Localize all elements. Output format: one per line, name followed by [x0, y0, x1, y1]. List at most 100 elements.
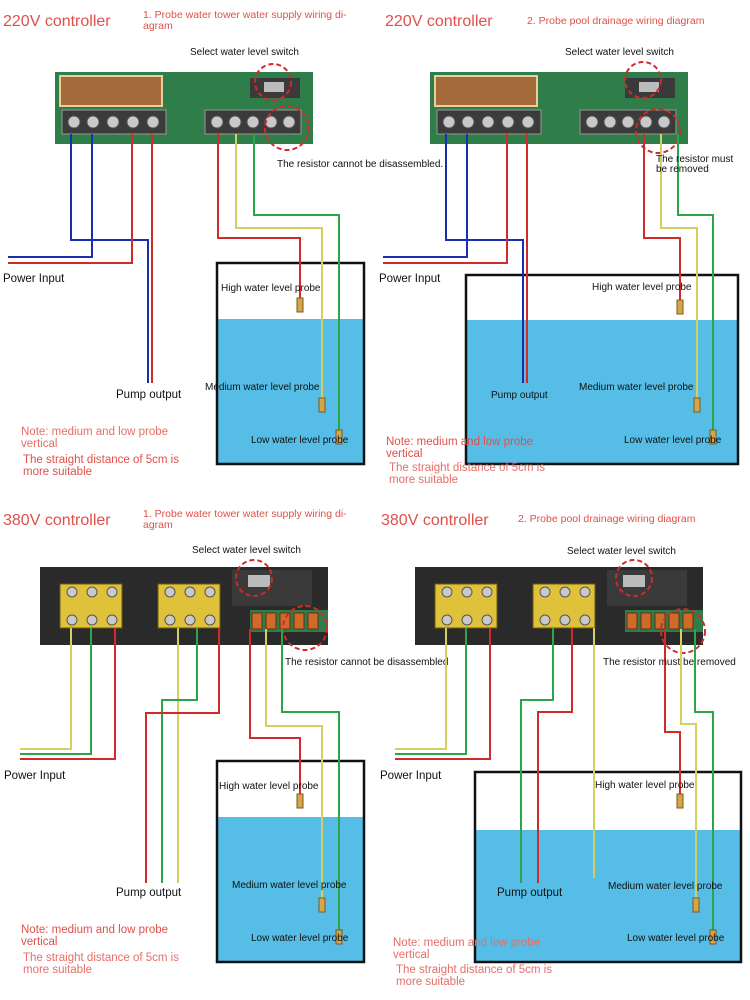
probe-high — [676, 299, 684, 315]
note-vertical: Note: medium and low probe vertical — [21, 924, 169, 948]
water-tank — [215, 759, 366, 964]
wire-blue-power — [383, 134, 468, 258]
probe-high-label: High water level probe — [592, 282, 692, 293]
wire-red-power — [8, 134, 133, 264]
note-vertical: Note: medium and low probe vertical — [21, 426, 169, 450]
resistor-highlight-circle — [635, 108, 681, 154]
panel-220v-drainage: 220V controller 2. Probe pool drainage w… — [375, 0, 750, 500]
controller-board-220v — [430, 72, 688, 144]
wire-red-pump — [537, 628, 573, 883]
controller-board-380v — [40, 567, 328, 645]
note-distance: The straight distance of 5cm is more sui… — [23, 454, 179, 478]
power-input-label: Power Input — [4, 770, 66, 782]
wire-red-pump — [145, 628, 220, 883]
wiring-diagram-380v-supply — [20, 559, 366, 964]
resistor-note: The resistor cannot be disassembled — [285, 657, 449, 668]
probe-high-label: High water level probe — [595, 780, 695, 791]
power-input-label: Power Input — [379, 273, 441, 285]
switch-label: Select water level switch — [192, 545, 301, 556]
probe-low — [335, 429, 343, 445]
controller-title: 220V controller — [385, 13, 493, 30]
wire-green-low-probe — [281, 629, 340, 930]
wire-red-power — [20, 628, 116, 760]
power-input-label: Power Input — [380, 770, 442, 782]
panel-220v-supply: 220V controller 1. Probe water tower wat… — [0, 0, 443, 500]
wire-green-pump — [161, 628, 198, 883]
water-tank — [464, 273, 740, 466]
power-input-label: Power Input — [3, 273, 65, 285]
controller-board-380v — [415, 567, 703, 645]
resistor-note: The resistor must be removed — [603, 657, 736, 668]
probe-high-label: High water level probe — [219, 781, 319, 792]
note-vertical: Note: medium and low probe vertical — [393, 937, 541, 961]
water-fill — [466, 320, 738, 464]
wire-yellow-medium-probe — [235, 134, 323, 400]
probe-medium — [692, 897, 700, 913]
wire-green-power — [395, 628, 467, 755]
wire-green-pump — [520, 628, 554, 883]
note-distance: The straight distance of 5cm is more sui… — [389, 462, 545, 486]
probe-high — [296, 297, 304, 313]
wiring-diagram-380v-drainage — [395, 559, 743, 964]
wire-green-low-probe — [677, 134, 714, 430]
probe-high — [296, 793, 304, 809]
switch-label: Select water level switch — [567, 546, 676, 557]
probe-low-label: Low water level probe — [251, 435, 349, 446]
probe-medium — [318, 897, 326, 913]
water-tank — [473, 770, 743, 964]
probe-low-label: Low water level probe — [251, 933, 349, 944]
wire-red-high-probe — [217, 134, 301, 305]
diagram-title: 1. Probe water tower water supply wiring… — [143, 508, 347, 531]
wire-blue-pump-1 — [445, 134, 524, 383]
probe-medium-label: Medium water level probe — [579, 382, 694, 393]
controller-title: 380V controller — [3, 512, 111, 529]
pump-output-label: Pump output — [491, 390, 548, 401]
wire-green-low-probe — [253, 134, 340, 430]
wire-blue-power — [8, 134, 93, 258]
wiring-diagram-220v-supply — [8, 63, 366, 466]
wire-red-high-probe — [249, 629, 301, 801]
probe-high — [676, 793, 684, 809]
diagram-title: 2. Probe pool drainage wiring diagram — [527, 15, 705, 27]
wire-yellow-medium-probe — [265, 629, 323, 900]
pump-output-label: Pump output — [116, 887, 182, 899]
switch-label: Select water level switch — [190, 47, 299, 58]
probe-medium — [318, 397, 326, 413]
probe-medium-label: Medium water level probe — [205, 382, 320, 393]
switch-highlight-circle — [624, 61, 662, 99]
controller-title: 220V controller — [3, 13, 111, 30]
diagram-title: 1. Probe water tower water supply wiring… — [143, 9, 347, 32]
water-tank — [215, 261, 366, 466]
probe-low — [709, 429, 717, 445]
resistor-highlight-circle — [264, 105, 310, 151]
wire-blue-pump-1 — [70, 134, 149, 383]
controller-board-220v — [55, 72, 313, 144]
wire-green-power — [20, 628, 92, 755]
switch-highlight-circle — [235, 559, 273, 597]
wire-red-power — [395, 628, 491, 760]
wire-yellow-power — [20, 628, 72, 750]
probe-low — [335, 929, 343, 945]
switch-highlight-circle — [615, 559, 653, 597]
probe-low-label: Low water level probe — [624, 435, 722, 446]
wire-red-high-probe — [643, 134, 681, 306]
probe-high-label: High water level probe — [221, 283, 321, 294]
wire-yellow-medium-probe — [660, 134, 698, 400]
panel-380v-supply: 380V controller 1. Probe water tower wat… — [0, 500, 448, 1000]
pump-output-label: Pump output — [116, 389, 182, 401]
resistor-highlight-circle — [282, 605, 328, 651]
controller-title: 380V controller — [381, 512, 489, 529]
resistor-note: The resistor must be removed — [656, 154, 734, 175]
note-distance: The straight distance of 5cm is more sui… — [23, 952, 179, 976]
wire-red-power — [383, 134, 508, 264]
wire-green-low-probe — [694, 629, 714, 930]
panel-380v-drainage: 380V controller 2. Probe pool drainage w… — [375, 500, 750, 1000]
note-vertical: Note: medium and low probe vertical — [386, 436, 534, 460]
note-distance: The straight distance of 5cm is more sui… — [396, 964, 552, 988]
probe-medium-label: Medium water level probe — [232, 880, 347, 891]
probe-medium-label: Medium water level probe — [608, 881, 723, 892]
wire-yellow-power — [395, 628, 447, 750]
resistor-highlight-circle — [660, 608, 706, 654]
wire-red-high-probe — [664, 629, 681, 801]
probe-low-label: Low water level probe — [627, 933, 725, 944]
